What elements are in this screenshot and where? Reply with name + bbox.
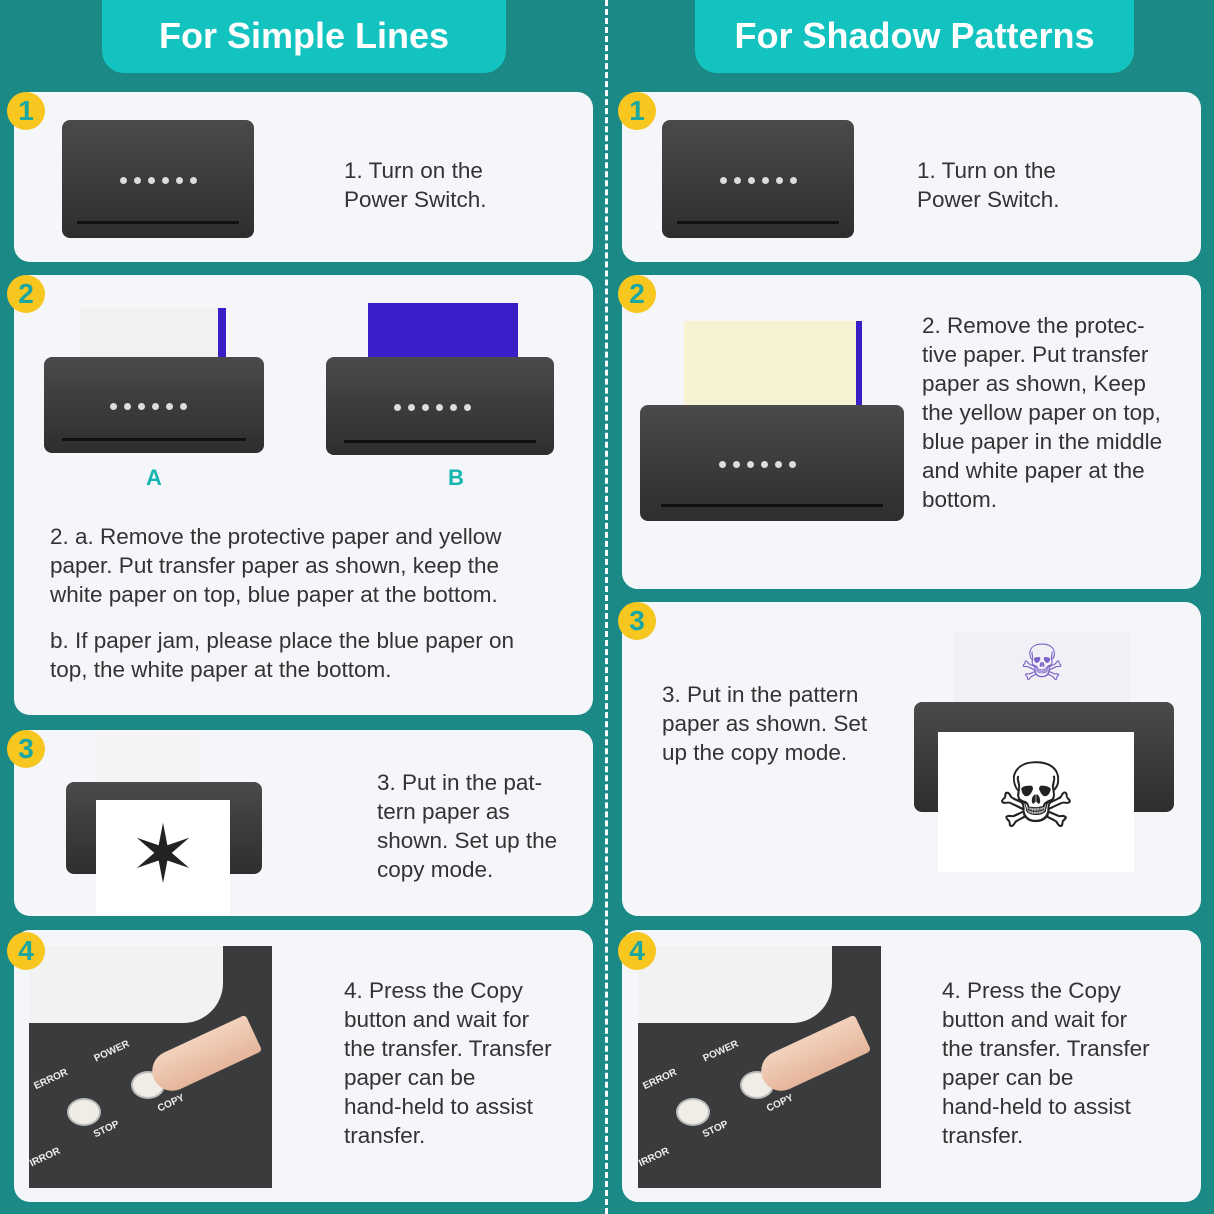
step-text: 3. Put in the pattern paper as shown. Se… [662,682,868,765]
yellow-paper-image [684,321,862,421]
skull-pattern-image: ☠ [938,732,1134,872]
finger-image [754,1014,872,1098]
stop-button-icon [67,1098,101,1126]
step-badge: 4 [7,932,45,970]
step-text: 1. Turn on the Power Switch. [344,158,487,212]
printer-image-b [326,357,554,455]
error-label: ERROR [32,1066,70,1093]
step-text-b: b. If paper jam, please place the blue p… [50,628,515,682]
right-step-3-card: ☠ ☠ 3. Put in the pattern paper as shown… [622,602,1201,916]
label-a: A [146,465,162,490]
step-text: 2. Remove the protec- tive paper. Put tr… [922,313,1163,512]
header-simple-lines: For Simple Lines [102,0,506,73]
finger-image [145,1014,263,1098]
step-text-a: 2. a. Remove the protective paper and ye… [50,524,502,607]
step-text: 4. Press the Copy button and wait for th… [344,978,552,1148]
step-text: 4. Press the Copy button and wait for th… [942,978,1150,1148]
left-step-1-card: 1. Turn on the Power Switch. [14,92,593,262]
right-step-2-card: 2. Remove the protec- tive paper. Put tr… [622,275,1201,589]
printer-image [640,405,904,521]
step-badge: 2 [7,275,45,313]
copy-button-photo: POWER ERROR STOP COPY IRROR [638,946,881,1188]
mirror-label: IRROR [29,1145,63,1170]
step-text: 1. Turn on the Power Switch. [917,158,1060,212]
right-step-1-card: 1. Turn on the Power Switch. [622,92,1201,262]
copy-label: COPY [765,1092,796,1115]
right-step-4-card: POWER ERROR STOP COPY IRROR 4. Press the… [622,930,1201,1202]
step-badge: 1 [7,92,45,130]
printer-image [662,120,854,238]
power-label: POWER [701,1038,741,1065]
mirror-label: IRROR [638,1145,672,1170]
label-b: B [448,465,464,490]
column-divider [605,0,608,1214]
error-label: ERROR [641,1066,679,1093]
header-shadow-patterns: For Shadow Patterns [695,0,1134,73]
stop-label: STOP [91,1118,122,1141]
step-badge: 3 [618,602,656,640]
stop-button-icon [676,1098,710,1126]
star-pattern-image: ✶ [96,800,230,916]
step-badge: 3 [7,730,45,768]
left-step-2-card: A B 2. a. Remove the protective paper an… [14,275,593,715]
step-badge: 2 [618,275,656,313]
left-step-4-card: POWER ERROR STOP COPY IRROR 4. Press the… [14,930,593,1202]
copy-label: COPY [156,1092,187,1115]
copy-button-photo: POWER ERROR STOP COPY IRROR [29,946,272,1188]
step-text: 3. Put in the pat- tern paper as shown. … [377,770,558,882]
blue-paper-image [368,303,518,363]
step-badge: 4 [618,932,656,970]
step-badge: 1 [618,92,656,130]
power-label: POWER [92,1038,132,1065]
printer-image [62,120,254,238]
printer-image-a [44,357,264,453]
stop-label: STOP [700,1118,731,1141]
left-step-3-card: ✶ 3. Put in the pat- tern paper as shown… [14,730,593,916]
